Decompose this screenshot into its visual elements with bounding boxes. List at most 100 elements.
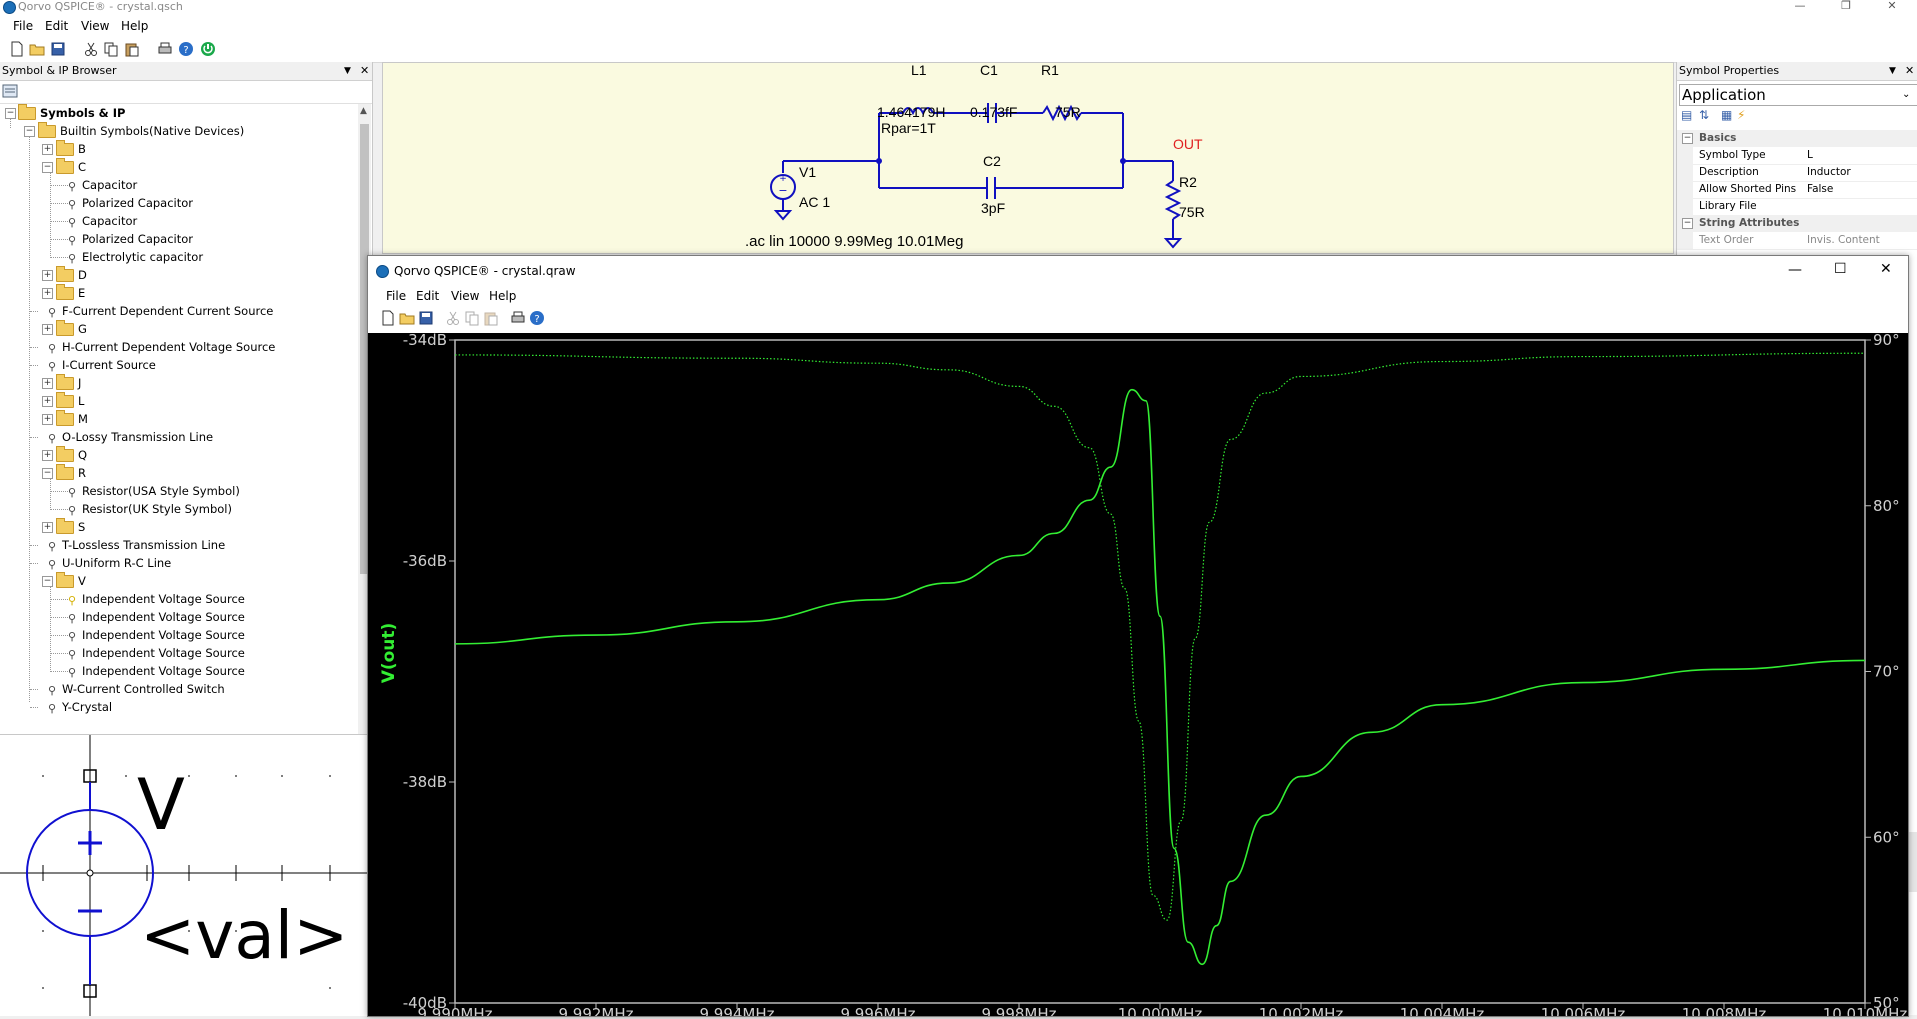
- props-section-label: String Attributes: [1699, 217, 1800, 229]
- new-file-icon[interactable]: [9, 41, 25, 57]
- print-icon[interactable]: [157, 41, 173, 57]
- r1-ref-label: R1: [1041, 63, 1059, 78]
- props-dropdown-icon[interactable]: ▼: [1889, 66, 1896, 76]
- x-tick-label: 9.996MHz: [840, 1005, 915, 1016]
- open-folder-icon[interactable]: [29, 41, 45, 57]
- expand-icon[interactable]: +: [42, 144, 53, 155]
- wave-cut-icon[interactable]: [445, 310, 461, 326]
- wave-print-icon[interactable]: [510, 310, 526, 326]
- props-section-1[interactable]: −String Attributes: [1677, 215, 1917, 232]
- symbol-pin-icon: ⚲: [68, 216, 77, 229]
- expand-icon[interactable]: +: [42, 414, 53, 425]
- cut-icon[interactable]: [83, 41, 99, 57]
- menu-view[interactable]: View: [81, 19, 110, 33]
- maximize-button[interactable]: ❐: [1841, 0, 1851, 12]
- v1-ref-label: V1: [799, 164, 816, 180]
- symbol-pin-icon: ⚲: [48, 558, 57, 571]
- expand-icon[interactable]: +: [42, 324, 53, 335]
- panel-close-icon[interactable]: ✕: [360, 64, 370, 77]
- tree-folder-label: M: [78, 412, 88, 426]
- expand-icon[interactable]: +: [42, 270, 53, 281]
- collapse-icon[interactable]: −: [1682, 133, 1693, 144]
- wave-open-icon[interactable]: [399, 310, 415, 326]
- expand-icon[interactable]: +: [42, 450, 53, 461]
- save-icon[interactable]: [50, 41, 66, 57]
- menu-help[interactable]: Help: [121, 19, 149, 33]
- folder-icon: [56, 518, 74, 534]
- symbol-pin-icon: ⚲: [68, 648, 77, 661]
- l1-rpar-label: Rpar=1T: [881, 120, 936, 136]
- wave-menu-edit[interactable]: Edit: [416, 289, 440, 303]
- symbol-pin-icon: ⚲: [48, 540, 57, 553]
- run-simulation-icon[interactable]: [200, 41, 216, 57]
- close-button[interactable]: ✕: [1887, 0, 1897, 12]
- events-icon[interactable]: ⚡: [1737, 108, 1746, 122]
- property-pages-icon[interactable]: ▦: [1721, 108, 1733, 122]
- paste-icon[interactable]: [124, 41, 140, 57]
- wave-menu-help[interactable]: Help: [489, 289, 517, 303]
- props-value[interactable]: Inductor: [1807, 166, 1851, 178]
- scroll-up-icon[interactable]: ▲: [360, 106, 367, 116]
- tree-folder-label: D: [78, 268, 87, 282]
- props-title: Symbol Properties: [1679, 64, 1780, 77]
- wave-close-button[interactable]: ✕: [1880, 261, 1892, 277]
- y-left-tick-label: -36dB: [403, 552, 447, 570]
- collapse-icon[interactable]: −: [42, 468, 53, 479]
- wave-minimize-button[interactable]: —: [1788, 262, 1802, 278]
- folder-icon: [56, 266, 74, 282]
- collapse-icon[interactable]: −: [42, 162, 53, 173]
- preview-symbol-name: V: [137, 764, 185, 846]
- copy-icon[interactable]: [103, 41, 119, 57]
- wave-new-icon[interactable]: [380, 310, 396, 326]
- browser-view-icon[interactable]: [2, 84, 18, 98]
- symbol-preview: V <val>: [0, 734, 370, 1016]
- folder-icon: [56, 284, 74, 300]
- application-dropdown[interactable]: Application ⌄: [1679, 84, 1917, 106]
- menu-edit[interactable]: Edit: [45, 19, 69, 33]
- folder-icon: [56, 320, 74, 336]
- alphabetical-icon[interactable]: ⇅: [1699, 108, 1710, 122]
- wave-copy-icon[interactable]: [464, 310, 480, 326]
- simulation-directive[interactable]: .ac lin 10000 9.99Meg 10.01Meg: [745, 233, 964, 250]
- tree-item-label: Independent Voltage Source: [82, 646, 245, 660]
- wave-paste-icon[interactable]: [483, 310, 499, 326]
- props-value[interactable]: L: [1807, 149, 1813, 161]
- tree-item-label: U-Uniform R-C Line: [62, 556, 172, 570]
- categorized-icon[interactable]: ▤: [1681, 108, 1693, 122]
- schematic-canvas[interactable]: + − L1 1.464179H Rpar=1T C1 0.173fF R1 7…: [382, 62, 1674, 254]
- expand-icon[interactable]: +: [42, 522, 53, 533]
- wave-maximize-button[interactable]: ☐: [1834, 261, 1847, 277]
- collapse-icon[interactable]: −: [42, 576, 53, 587]
- expand-icon[interactable]: +: [42, 378, 53, 389]
- props-row[interactable]: Library File: [1677, 198, 1917, 216]
- l1-value-label: 1.464179H: [877, 104, 946, 120]
- props-scrollbar[interactable]: [1908, 832, 1917, 892]
- collapse-icon[interactable]: −: [1682, 218, 1693, 229]
- wave-menu-view[interactable]: View: [451, 289, 480, 303]
- props-close-icon[interactable]: ✕: [1905, 64, 1915, 77]
- trace-label-vout[interactable]: V(out): [379, 623, 399, 684]
- panel-dropdown-icon[interactable]: ▼: [344, 66, 351, 76]
- expand-icon[interactable]: +: [42, 288, 53, 299]
- scroll-thumb[interactable]: [360, 124, 369, 574]
- props-value[interactable]: False: [1807, 183, 1834, 195]
- tree-root-label: Symbols & IP: [40, 106, 126, 120]
- minimize-button[interactable]: —: [1794, 0, 1806, 12]
- props-value[interactable]: Invis. Content: [1807, 234, 1880, 246]
- expand-icon[interactable]: +: [42, 396, 53, 407]
- wave-save-icon[interactable]: [418, 310, 434, 326]
- props-section-0[interactable]: −Basics: [1677, 130, 1917, 147]
- y-left-tick-label: -40dB: [403, 994, 447, 1012]
- wave-menu-file[interactable]: File: [386, 289, 407, 303]
- wave-help-icon[interactable]: ?: [529, 310, 545, 326]
- props-header: Symbol Properties ▼ ✕: [1677, 62, 1917, 81]
- help-icon[interactable]: ?: [178, 41, 194, 57]
- menu-file[interactable]: File: [13, 19, 34, 33]
- tree-folder-label: S: [78, 520, 86, 534]
- tree-folder-label: J: [78, 376, 82, 390]
